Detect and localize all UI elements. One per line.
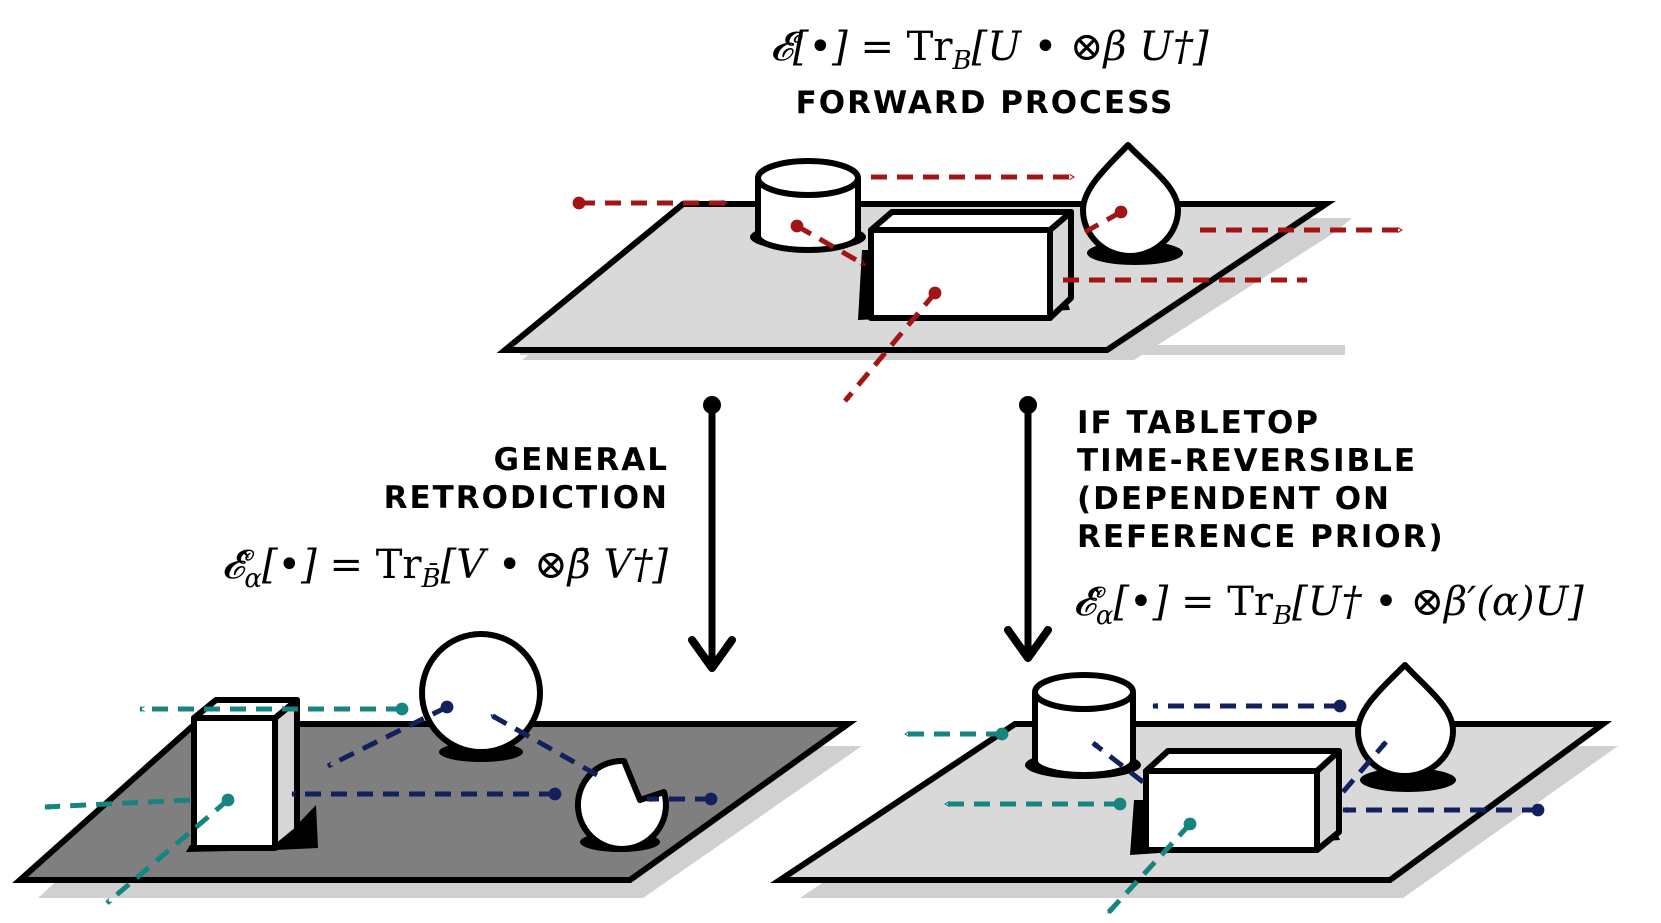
general-formula-rhs: [V • ⊗β̄ V†] <box>441 542 669 588</box>
svg-text:𝓔̂α[•] = TrB̄[V • ⊗β̄ V†]: 𝓔̂α[•] = TrB̄[V • ⊗β̄ V†] <box>221 542 668 594</box>
retro-navy-arrow <box>326 700 454 769</box>
svg-text:𝓔̂α[•] = TrB[U† • ⊗β′(α)U]: 𝓔̂α[•] = TrB[U† • ⊗β′(α)U] <box>1073 579 1584 631</box>
reversible-formula-mid: [•] = <box>1113 579 1227 625</box>
general-formula-lhs-sub: α <box>244 564 262 594</box>
forward-tabletop <box>496 142 1403 403</box>
box-object <box>1130 748 1342 855</box>
forward-formula: 𝓔[•] = TrB[U • ⊗β U†] <box>770 24 1209 76</box>
small-sphere-object <box>574 757 669 852</box>
reversible-label-line4: REFERENCE PRIOR) <box>1077 519 1445 555</box>
reversible-label-line1: IF TABLETOP <box>1077 405 1320 441</box>
reversible-tabletop <box>770 662 1618 915</box>
forward-process-label: FORWARD PROCESS <box>796 85 1175 121</box>
forward-formula-tr: Tr <box>907 24 954 70</box>
reversible-label-line2: TIME-REVERSIBLE <box>1077 443 1417 479</box>
forward-formula-sub: B <box>951 46 971 76</box>
retro-navy-arrow <box>1341 740 1388 794</box>
general-tabletop <box>12 631 862 905</box>
reversible-formula-lhs-sub: α <box>1096 601 1114 631</box>
retro-navy-arrow <box>489 712 599 778</box>
time-reversible-arrow <box>1004 396 1052 662</box>
forward-formula-rhs: [U • ⊗β U†] <box>972 24 1209 70</box>
cylinder-object <box>1025 672 1141 779</box>
general-formula-mid: [•] = <box>262 542 376 588</box>
general-retrodiction-arrow <box>688 396 736 672</box>
reversible-formula-tr: Tr <box>1227 579 1274 625</box>
general-formula-tr-sub: B̄ <box>421 562 441 594</box>
general-label-line2: RETRODICTION <box>384 480 669 516</box>
general-formula-tr: Tr <box>376 542 423 588</box>
general-label-line1: GENERAL <box>494 442 669 478</box>
reversible-formula: 𝓔̂α[•] = TrB[U† • ⊗β′(α)U] <box>1073 579 1584 631</box>
general-formula: 𝓔̂α[•] = TrB̄[V • ⊗β̄ V†] <box>221 542 668 594</box>
reversible-formula-tr-sub: B <box>1272 601 1292 631</box>
forward-arrow <box>1083 205 1128 235</box>
drop-object <box>1080 142 1183 265</box>
reversible-label-line3: (DEPENDENT ON <box>1077 481 1391 517</box>
retro-teal-arrow <box>1106 817 1197 915</box>
tall-box-object <box>186 697 318 852</box>
box-object <box>858 209 1074 321</box>
forward-arrow <box>790 219 867 268</box>
svg-text:𝓔[•] = TrB[U • ⊗β U†]: 𝓔[•] = TrB[U • ⊗β U†] <box>770 24 1209 76</box>
reversible-formula-rhs: [U† • ⊗β′(α)U] <box>1292 579 1584 625</box>
forward-formula-lhs: 𝓔[•] = <box>770 24 907 70</box>
retro-teal-arrow <box>105 793 235 905</box>
tabletop-surface <box>12 721 858 883</box>
cylinder-object <box>750 158 866 253</box>
drop-object <box>1355 662 1456 792</box>
forward-arrow <box>843 286 942 403</box>
retro-navy-arrow <box>1091 741 1145 784</box>
